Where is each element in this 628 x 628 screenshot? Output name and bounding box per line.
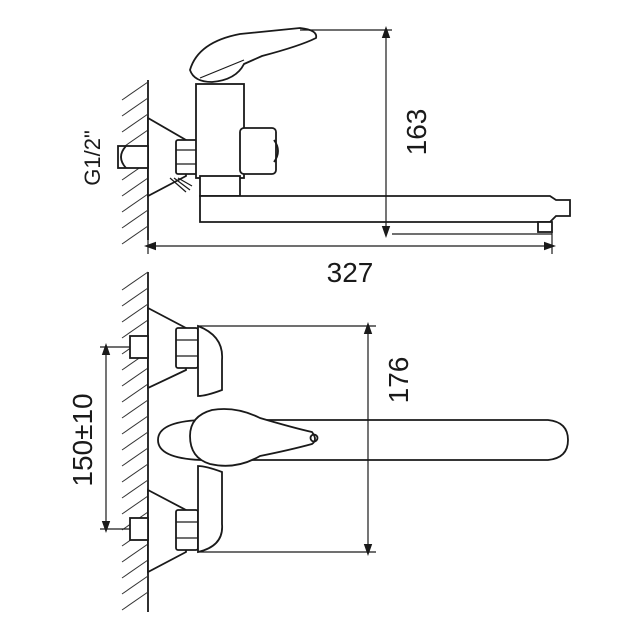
- lever-handle-side: [189, 27, 318, 83]
- dimension-height-front: 176: [198, 322, 414, 556]
- lever-handle-front: [189, 408, 319, 467]
- wall-bottom: [121, 271, 149, 612]
- dimension-height-top: 163: [300, 26, 552, 238]
- eccentric-connector-lower: [129, 488, 199, 574]
- dimension-spacing: 150±10: [67, 343, 130, 533]
- eccentric-connector-side: [117, 116, 199, 198]
- dim-163-label: 163: [401, 109, 432, 156]
- eccentric-connector-upper: [129, 306, 199, 390]
- dimension-length: 327: [144, 232, 556, 288]
- dim-176-label: 176: [383, 357, 414, 404]
- faucet-body-side: [195, 83, 279, 197]
- thread-label: G1/2": [80, 130, 105, 186]
- dim-150-label: 150±10: [67, 393, 98, 486]
- side-view: 163 G1/2" 327: [80, 26, 571, 288]
- spout-side: [199, 195, 571, 233]
- dim-327-label: 327: [327, 257, 374, 288]
- front-view: 176 150±10: [67, 271, 569, 612]
- faucet-body-front: [197, 324, 223, 554]
